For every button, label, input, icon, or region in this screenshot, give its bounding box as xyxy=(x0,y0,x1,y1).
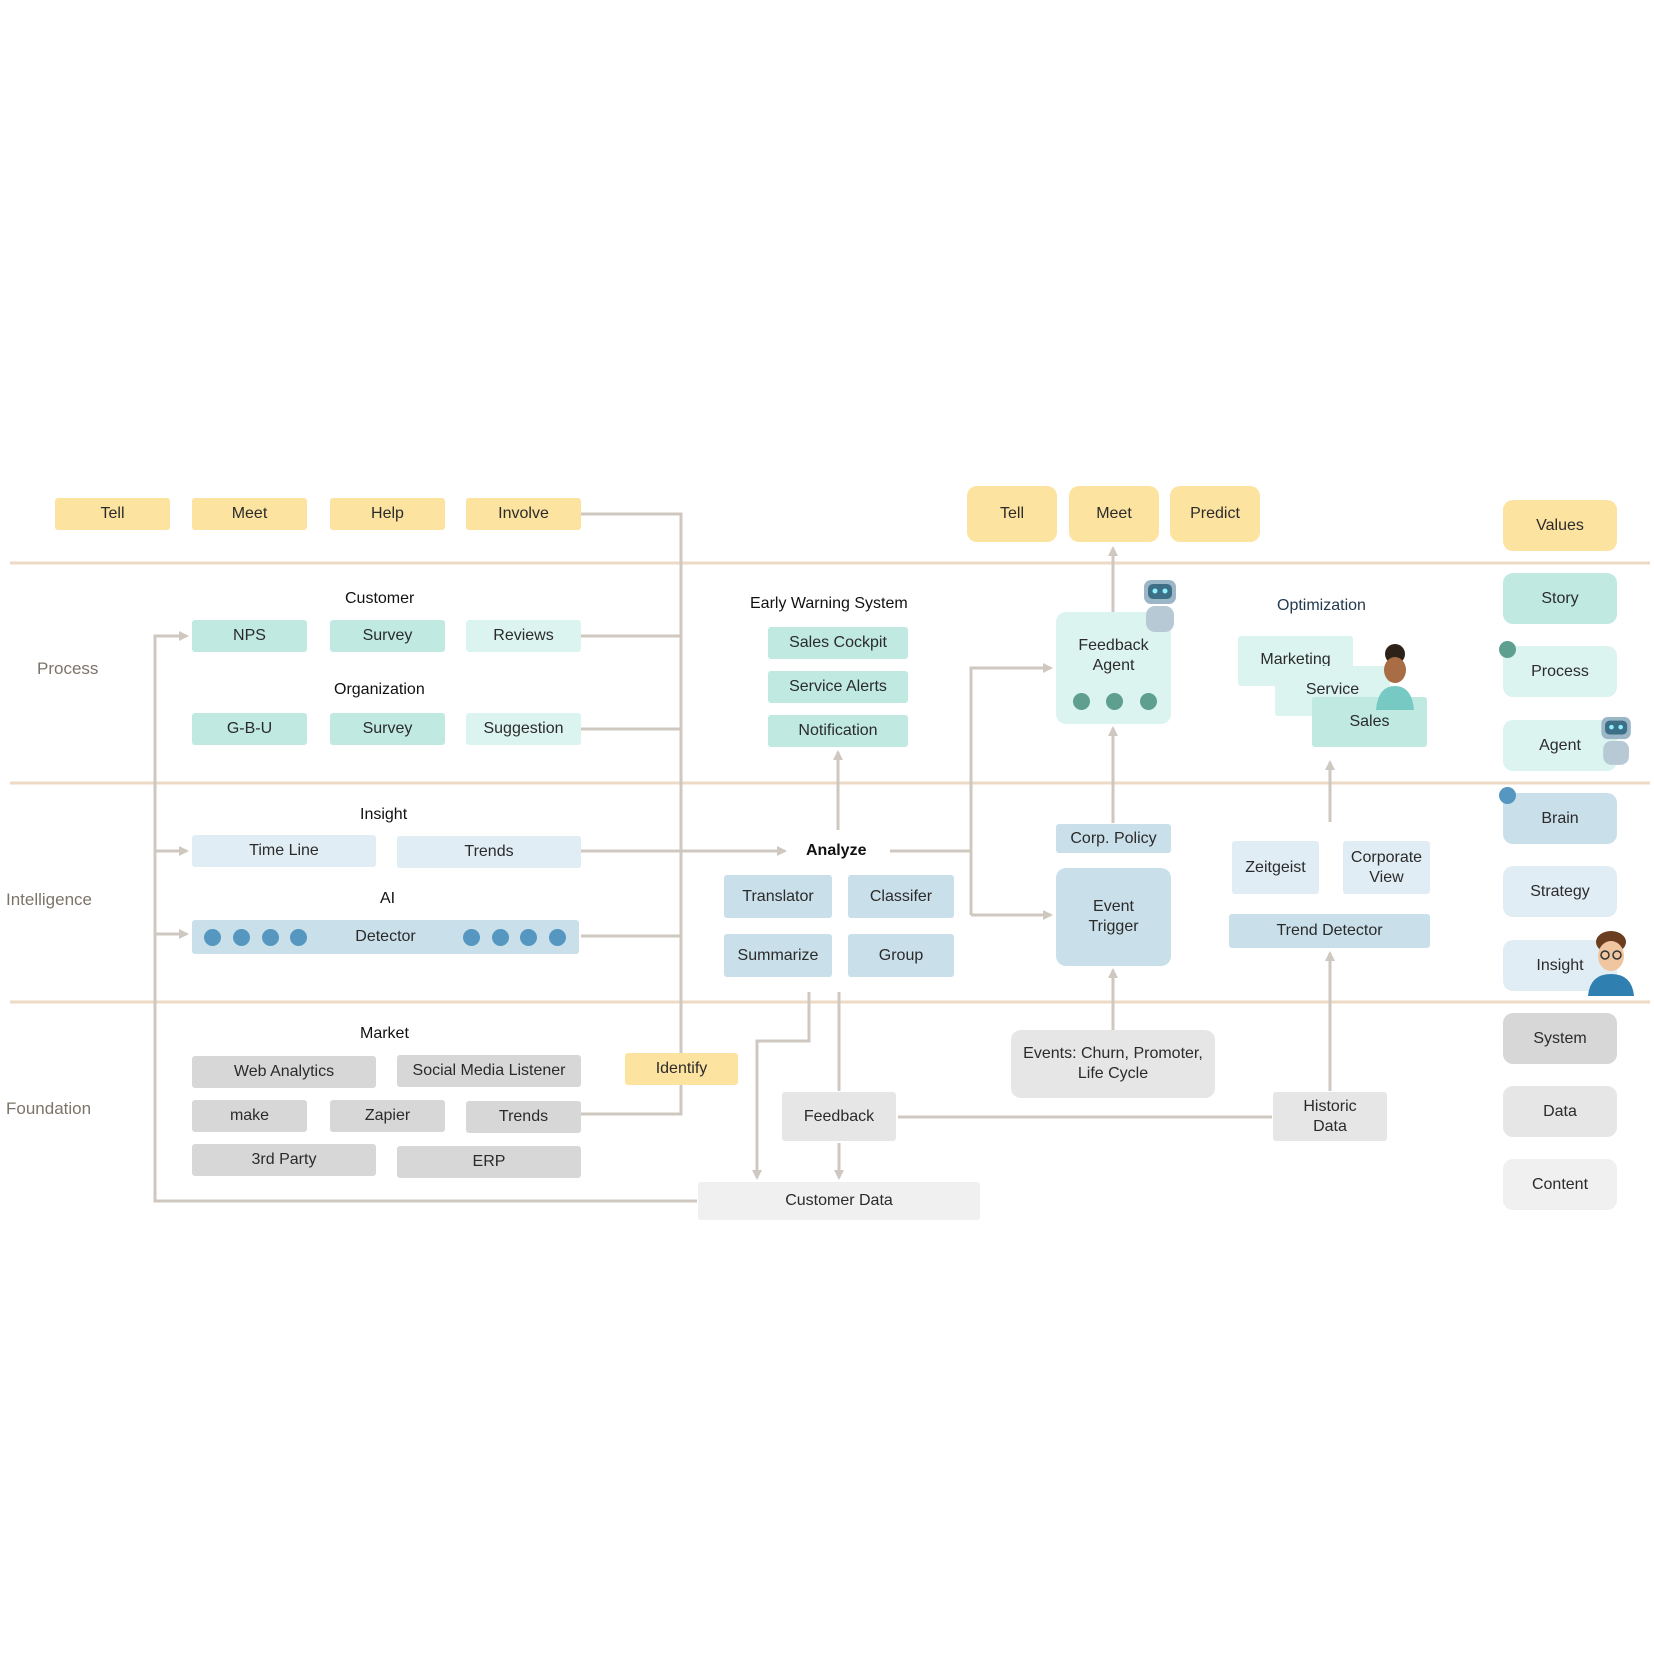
action-help[interactable]: Help xyxy=(330,498,445,530)
organization-gbu[interactable]: G-B-U xyxy=(192,713,307,745)
analyze-classifer[interactable]: Classifer xyxy=(848,875,954,918)
market-3rd-party[interactable]: 3rd Party xyxy=(192,1144,376,1176)
action-meet[interactable]: Meet xyxy=(192,498,307,530)
organization-title: Organization xyxy=(334,681,425,698)
legend-values: Values xyxy=(1503,500,1617,551)
outcome-meet[interactable]: Meet xyxy=(1069,486,1159,542)
analyze-title: Analyze xyxy=(806,842,867,859)
legend-brain: Brain xyxy=(1503,793,1617,844)
legend-process-dot xyxy=(1499,641,1516,658)
market-make[interactable]: make xyxy=(192,1100,307,1132)
agent-dot xyxy=(1073,693,1090,710)
legend-strategy: Strategy xyxy=(1503,866,1617,917)
early-warning-title: Early Warning System xyxy=(750,595,908,612)
events-label: Events: Churn, Promoter, Life Cycle xyxy=(1023,1045,1203,1082)
action-tell[interactable]: Tell xyxy=(55,498,170,530)
detector-dot xyxy=(204,929,221,946)
layer-label-process: Process xyxy=(37,659,99,678)
detector-dot xyxy=(520,929,537,946)
optimization-title: Optimization xyxy=(1277,597,1366,614)
corporate-view-box[interactable]: Corporate View xyxy=(1343,841,1430,894)
robot-icon xyxy=(1601,717,1631,765)
organization-survey[interactable]: Survey xyxy=(330,713,445,745)
detector-dot xyxy=(290,929,307,946)
ai-detector[interactable]: Detector xyxy=(192,920,579,954)
feedback-agent-label: Feedback Agent xyxy=(1078,637,1149,674)
legend-data: Data xyxy=(1503,1086,1617,1137)
insight-timeline[interactable]: Time Line xyxy=(192,835,376,867)
customer-reviews[interactable]: Reviews xyxy=(466,620,581,652)
detector-dot xyxy=(549,929,566,946)
ews-service-alerts[interactable]: Service Alerts xyxy=(768,671,908,703)
robot-icon xyxy=(1144,580,1176,632)
historic-data-label: Historic Data xyxy=(1303,1097,1357,1135)
historic-data-box[interactable]: Historic Data xyxy=(1273,1092,1387,1141)
agent-dot xyxy=(1140,693,1157,710)
corporate-view-label: Corporate View xyxy=(1350,848,1423,886)
legend-brain-dot xyxy=(1499,787,1516,804)
detector-dot xyxy=(233,929,250,946)
customer-nps[interactable]: NPS xyxy=(192,620,307,652)
man-avatar-icon xyxy=(1588,931,1634,996)
analyze-translator[interactable]: Translator xyxy=(724,875,832,918)
zeitgeist-box[interactable]: Zeitgeist xyxy=(1232,841,1319,894)
legend-content: Content xyxy=(1503,1159,1617,1210)
market-title: Market xyxy=(360,1025,409,1042)
detector-label: Detector xyxy=(355,928,416,945)
event-trigger[interactable]: Event Trigger xyxy=(1056,868,1171,966)
legend-agent: Agent xyxy=(1503,720,1617,771)
analyze-summarize[interactable]: Summarize xyxy=(724,934,832,977)
legend-story: Story xyxy=(1503,573,1617,624)
detector-dot xyxy=(262,929,279,946)
ews-sales-cockpit[interactable]: Sales Cockpit xyxy=(768,627,908,659)
ews-notification[interactable]: Notification xyxy=(768,715,908,747)
event-trigger-label: Event Trigger xyxy=(1088,898,1139,935)
events-box[interactable]: Events: Churn, Promoter, Life Cycle xyxy=(1011,1030,1215,1098)
layer-label-intelligence: Intelligence xyxy=(6,890,93,909)
market-social-media-listener[interactable]: Social Media Listener xyxy=(397,1055,581,1087)
customer-title: Customer xyxy=(345,590,415,607)
detector-dot xyxy=(492,929,509,946)
outcome-tell[interactable]: Tell xyxy=(967,486,1057,542)
woman-avatar-icon xyxy=(1376,644,1414,710)
feedback-box[interactable]: Feedback xyxy=(782,1092,896,1141)
insight-title: Insight xyxy=(360,806,408,823)
market-trends[interactable]: Trends xyxy=(466,1101,581,1133)
corp-policy[interactable]: Corp. Policy xyxy=(1056,824,1171,853)
analyze-group[interactable]: Group xyxy=(848,934,954,977)
customer-survey[interactable]: Survey xyxy=(330,620,445,652)
ai-title: AI xyxy=(380,890,396,907)
legend-process: Process xyxy=(1503,646,1617,697)
market-erp[interactable]: ERP xyxy=(397,1146,581,1178)
detector-dot xyxy=(463,929,480,946)
outcome-predict[interactable]: Predict xyxy=(1170,486,1260,542)
legend-system: System xyxy=(1503,1013,1617,1064)
trend-detector[interactable]: Trend Detector xyxy=(1229,914,1430,948)
customer-data-box[interactable]: Customer Data xyxy=(698,1182,980,1220)
action-involve[interactable]: Involve xyxy=(466,498,581,530)
layer-label-foundation: Foundation xyxy=(6,1099,92,1118)
market-zapier[interactable]: Zapier xyxy=(330,1100,445,1132)
insight-trends[interactable]: Trends xyxy=(397,836,581,868)
agent-dot xyxy=(1106,693,1123,710)
organization-suggestion[interactable]: Suggestion xyxy=(466,713,581,745)
flow-arrows xyxy=(153,512,1335,1203)
layer-dividers xyxy=(10,561,1650,1004)
market-web-analytics[interactable]: Web Analytics xyxy=(192,1056,376,1088)
identify-box[interactable]: Identify xyxy=(625,1053,738,1085)
